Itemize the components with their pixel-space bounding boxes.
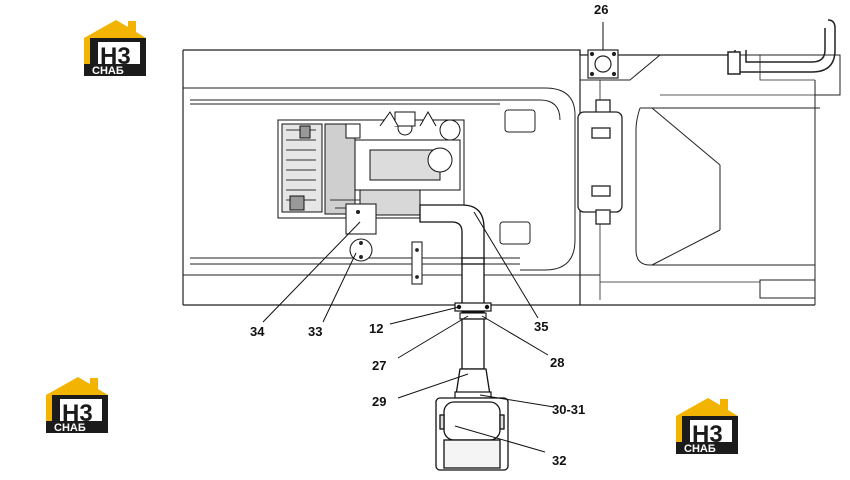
- brand-logo-top-left: H3 СНАБ: [84, 20, 146, 77]
- callout-33: 33: [308, 324, 322, 339]
- leader-lines: [262, 22, 604, 453]
- callout-32: 32: [552, 453, 566, 468]
- flange-plate-part-26: [587, 49, 619, 79]
- callout-30-31: 30-31: [552, 402, 585, 417]
- callout-34: 34: [250, 324, 265, 339]
- flange-clamp-part-12: [454, 302, 492, 312]
- engine-assembly: [277, 110, 465, 219]
- logo-word: СНАБ: [92, 65, 124, 77]
- round-flange-part-33: [349, 238, 373, 262]
- muffler: [577, 99, 623, 225]
- callout-29: 29: [372, 394, 386, 409]
- callout-28: 28: [550, 355, 564, 370]
- exhaust-elbow-pipe-part-35: [419, 204, 485, 313]
- pipe-clamp: [411, 241, 423, 285]
- clamp-ring-part-30-31: [454, 391, 492, 399]
- callout-35: 35: [534, 319, 548, 334]
- callout-12: 12: [369, 321, 383, 336]
- callout-26: 26: [594, 2, 608, 17]
- brand-logo-bottom-right: H3 СНАБ: [676, 398, 738, 455]
- brand-logo-bottom-left: H3 СНАБ: [46, 377, 108, 434]
- air-cleaner-housing-part-32: [435, 397, 509, 471]
- logo-word: СНАБ: [684, 443, 716, 455]
- exhaust-stack: [727, 19, 836, 75]
- bracket-part-34: [345, 203, 377, 235]
- logo-word: СНАБ: [54, 422, 86, 434]
- callout-27: 27: [372, 358, 386, 373]
- callout-labels: 26 34 33 12 35 27 28 29 30-31 32: [250, 2, 608, 468]
- intake-pipe-part-29: [455, 318, 491, 396]
